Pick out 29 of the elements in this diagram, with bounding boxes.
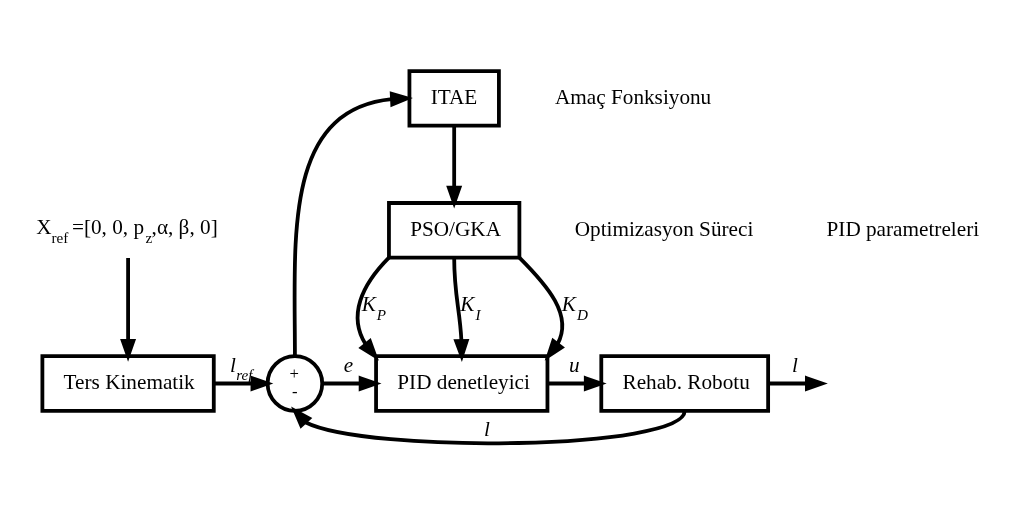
edge-label: l <box>792 352 799 377</box>
arrow <box>446 125 463 209</box>
arrow <box>452 257 470 362</box>
edge-label: l <box>483 417 490 442</box>
edge-label: K$_{D}$ <box>561 292 588 323</box>
node-label: Optimizasyon Süreci <box>574 216 754 241</box>
arrow <box>120 258 137 362</box>
arrow <box>355 256 391 361</box>
arrow <box>768 375 828 392</box>
node-circle: + - <box>265 354 325 413</box>
node-label: Amaç Fonksiyonu <box>555 84 712 109</box>
node-box: PID denetleyici <box>374 354 550 413</box>
label: PID parametreleri <box>826 216 980 241</box>
edge-label: l$_{ref}$ <box>230 352 253 384</box>
arrow <box>518 256 565 361</box>
edge-label: u <box>569 352 580 377</box>
node-box: PSO/GKA <box>387 201 522 260</box>
arrow <box>322 375 382 392</box>
node-box: ITAE <box>407 69 501 128</box>
arrow <box>291 406 687 446</box>
node-box: Rehab. Robotu <box>599 354 771 413</box>
arrow <box>213 375 274 392</box>
arrow <box>547 375 607 392</box>
node-box: Ters Kinematik <box>40 354 216 413</box>
node-text: X$_{ref}$ =[0, 0, p$_{z}$,α, β, 0] <box>36 215 218 246</box>
arrow <box>292 91 413 357</box>
edge-label: K$_{I}$ <box>460 292 481 323</box>
edge-label: e <box>343 352 354 377</box>
edge-label: K$_{P}$ <box>361 292 387 323</box>
